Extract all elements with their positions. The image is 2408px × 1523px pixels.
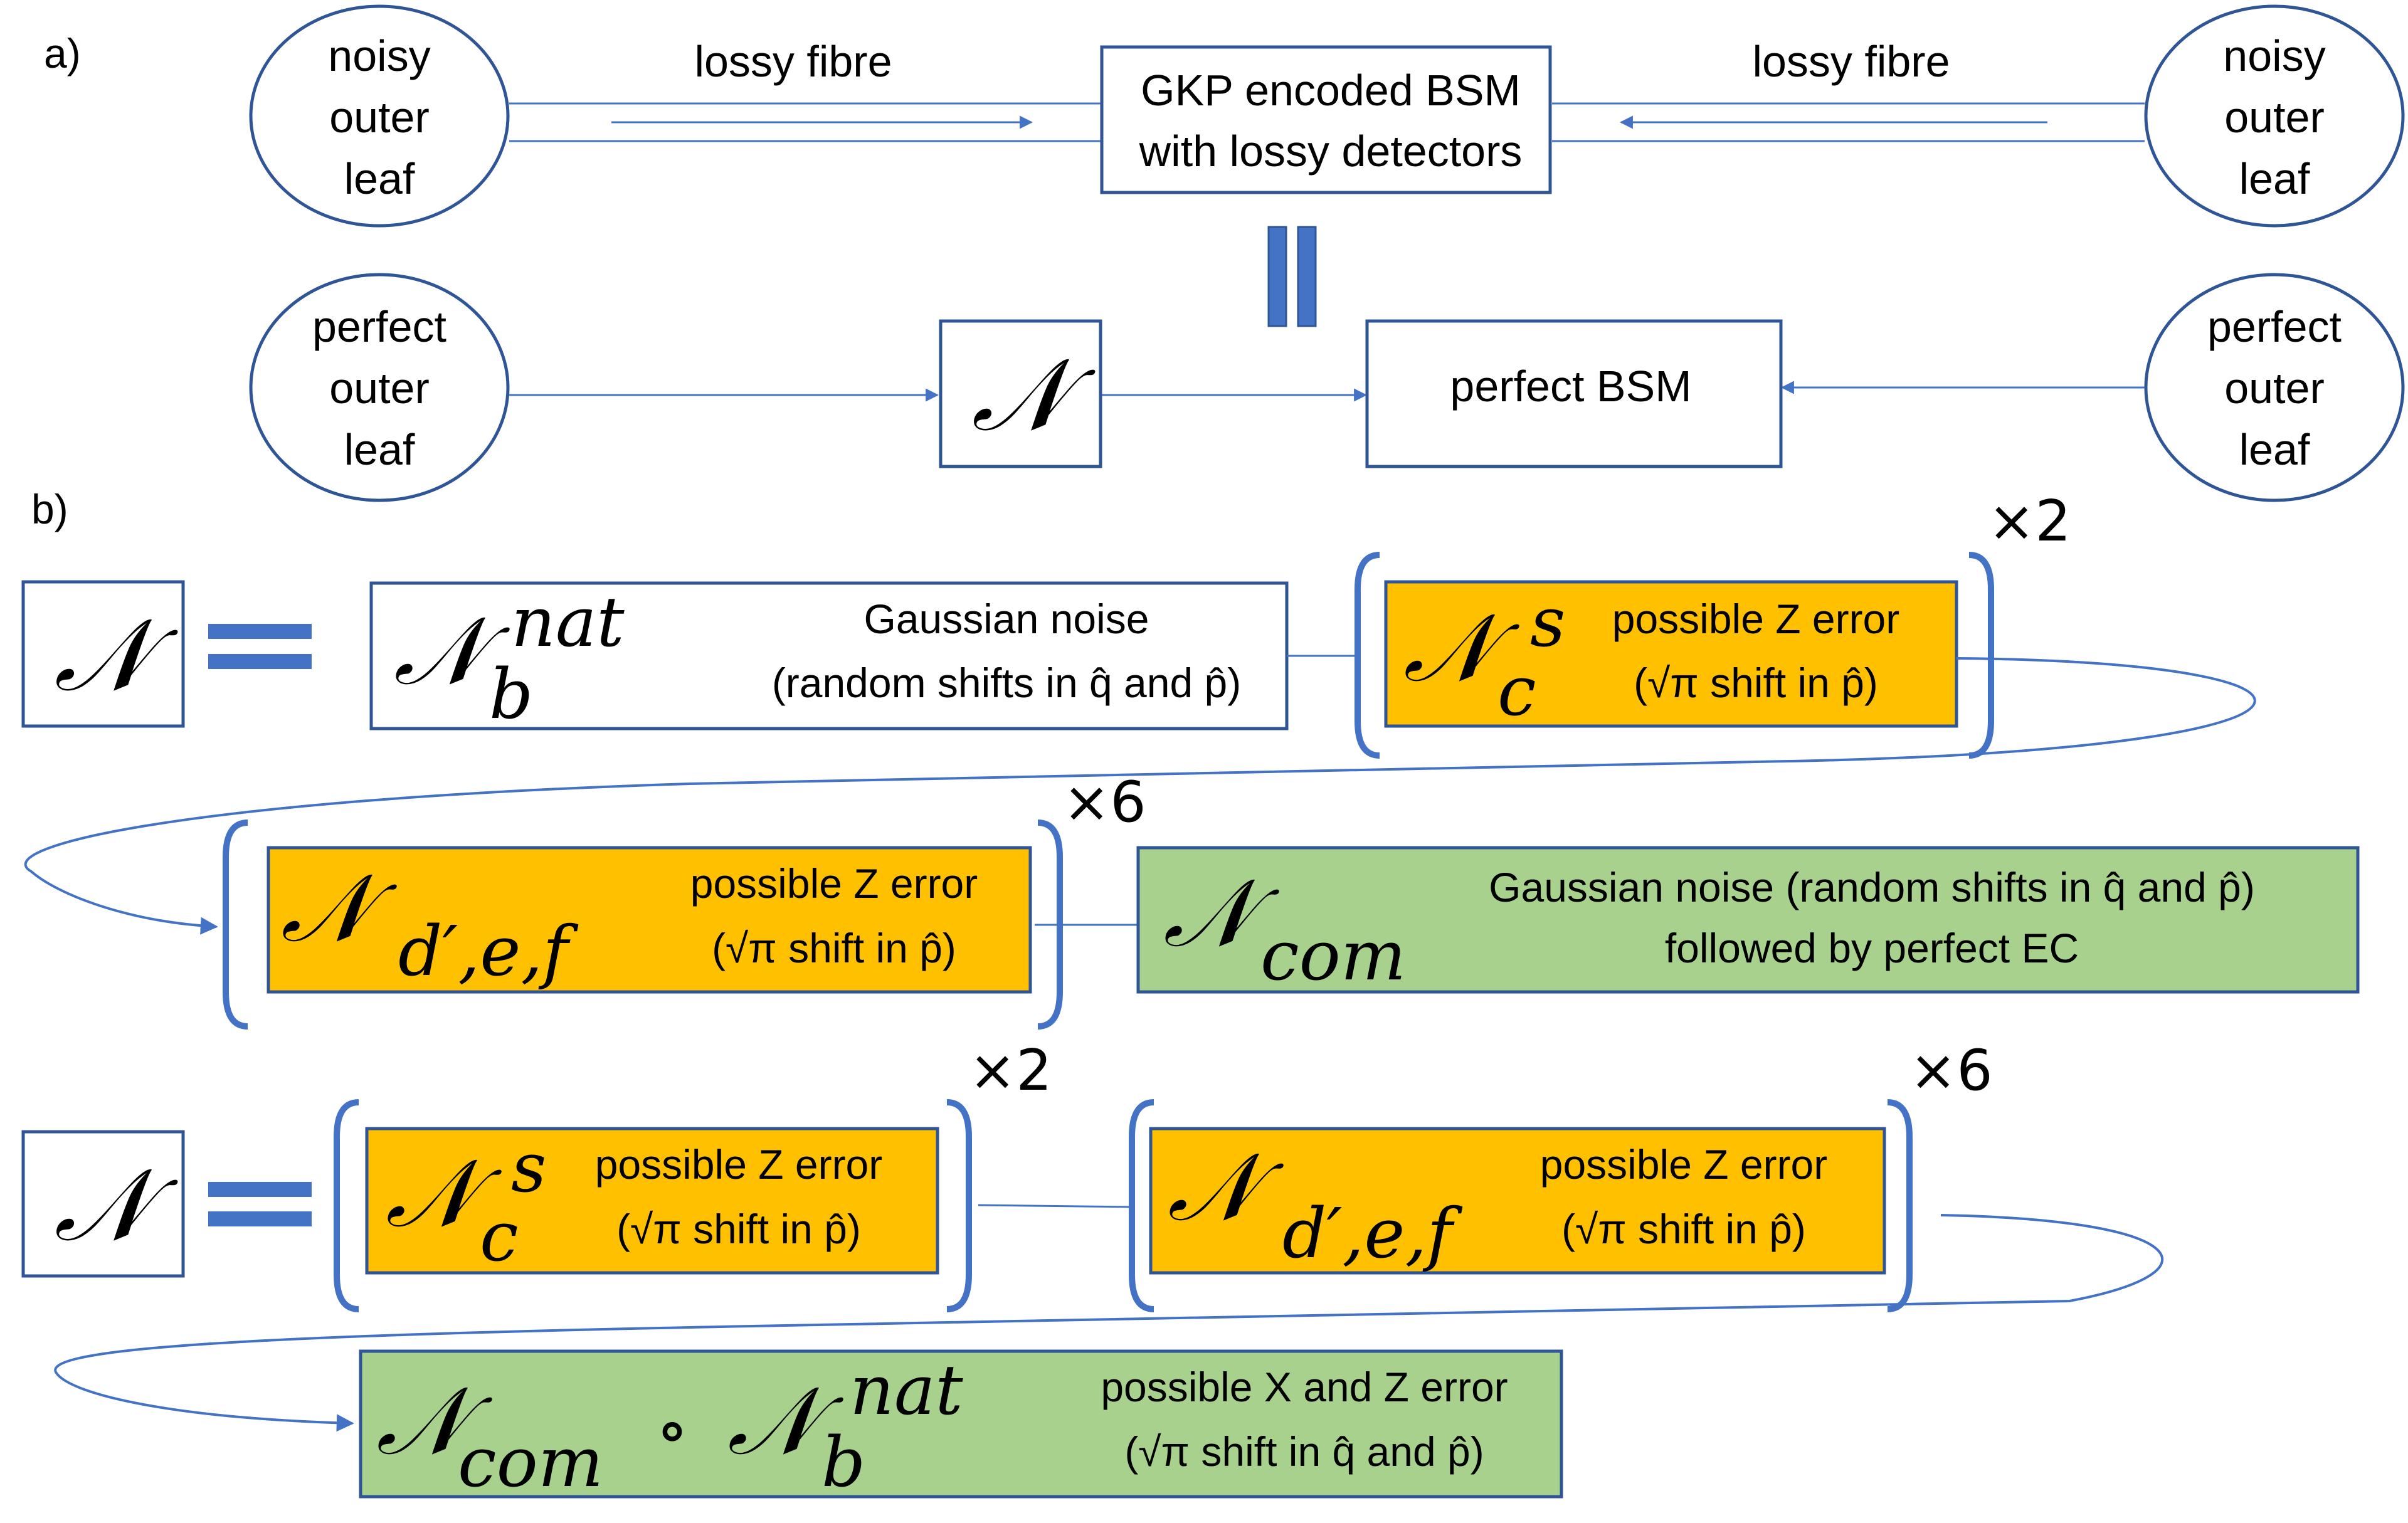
bracket-right: [946, 1099, 972, 1312]
leaf-line: leaf: [2239, 425, 2310, 474]
bracket-left: [1129, 1099, 1154, 1312]
nc-s-line: (√π shift in p̂): [616, 1206, 861, 1252]
equals-sign-row1: [208, 624, 312, 669]
repeat-label: ×2: [1988, 488, 2071, 554]
nb-nat-subscript: b: [821, 1422, 865, 1502]
ncom-nb-line: possible X and Z error: [1101, 1364, 1508, 1410]
perfect-outer-leaf-left: perfect outer leaf: [249, 273, 510, 502]
nb-nat-subscript: b: [489, 654, 533, 734]
leaf-line: noisy: [2223, 31, 2325, 80]
bracket-left: [334, 1099, 359, 1312]
nc-s-box: 𝒩 c s possible Z error (√π shift in p̂): [1384, 580, 1958, 731]
leaf-line: outer: [329, 93, 430, 142]
ndef-box-2: 𝒩 d′,e,f possible Z error (√π shift in p…: [1149, 1127, 1886, 1275]
perfect-outer-leaf-right: perfect outer leaf: [2144, 273, 2405, 502]
ncom-nb-line: (√π shift in q̂ and p̂): [1124, 1428, 1484, 1475]
connector: [978, 1204, 1133, 1208]
box-line: with lossy detectors: [1139, 127, 1523, 176]
nc-s-superscript: s: [511, 1127, 546, 1208]
perfect-bsm-box: perfect BSM: [1365, 319, 1783, 468]
nb-nat-superscript: nat: [511, 582, 625, 662]
nb-nat-superscript: nat: [850, 1350, 963, 1430]
noisy-outer-leaf-left: noisy outer leaf: [249, 4, 510, 228]
ncom-line: followed by perfect EC: [1665, 925, 2079, 971]
equals-sign-row3: [208, 1182, 312, 1226]
channel-n-box-row3: 𝒩: [21, 1130, 185, 1278]
leaf-line: outer: [329, 364, 430, 413]
nc-s-line: possible Z error: [595, 1141, 883, 1188]
channel-n-box: 𝒩: [939, 319, 1102, 468]
vertical-equals-sign: [1267, 226, 1317, 327]
bracket-right: [1968, 552, 1994, 759]
loop-connector-1: [24, 657, 2256, 935]
leaf-line: noisy: [328, 31, 430, 80]
leaf-line: perfect: [2207, 302, 2342, 351]
noisy-outer-leaf-right: noisy outer leaf: [2144, 4, 2405, 228]
nc-s-subscript: c: [480, 1196, 519, 1277]
ndef-subscript: d′,e,f: [1282, 1193, 1462, 1273]
gkp-bsm-box: GKP encoded BSM with lossy detectors: [1100, 45, 1552, 194]
ncom-subscript: com: [1260, 915, 1406, 996]
nb-nat-line: (random shifts in q̂ and p̂): [772, 660, 1241, 706]
nc-s-line: (√π shift in p̂): [1634, 660, 1878, 706]
channel-n-box-row1: 𝒩: [21, 580, 185, 728]
box-line: GKP encoded BSM: [1141, 66, 1521, 115]
fibre-label: lossy fibre: [1752, 37, 1950, 86]
loop-connector-2: [54, 1214, 2164, 1432]
leaf-line: outer: [2224, 364, 2325, 413]
nb-nat-box: 𝒩 b nat Gaussian noise (random shifts in…: [369, 581, 1289, 734]
part-a-label: a): [44, 30, 81, 76]
ncom-nb-box: 𝒩 com ∘ 𝒩 b nat possible X and Z error (…: [359, 1349, 1563, 1502]
ndef-line: possible Z error: [1540, 1141, 1828, 1188]
leaf-line: leaf: [344, 154, 415, 203]
bracket-left: [1354, 552, 1380, 759]
box-line: perfect BSM: [1450, 362, 1691, 411]
bracket-left: [223, 819, 248, 1030]
ncom-box: 𝒩 com Gaussian noise (random shifts in q…: [1136, 846, 2360, 996]
nc-s-line: possible Z error: [1612, 596, 1900, 642]
lossy-fibre-left: lossy fibre: [509, 37, 1101, 142]
leaf-line: outer: [2224, 93, 2325, 142]
leaf-line: leaf: [344, 425, 415, 474]
bracket-right: [1887, 1099, 1913, 1312]
leaf-line: perfect: [312, 302, 446, 351]
repeat-label: ×2: [969, 1038, 1052, 1104]
compose-operator: ∘: [655, 1389, 689, 1470]
nc-s-box-2: 𝒩 c s possible Z error (√π shift in p̂): [365, 1127, 939, 1277]
ncom-line: Gaussian noise (random shifts in q̂ and …: [1489, 864, 2255, 910]
leaf-line: leaf: [2239, 154, 2310, 203]
repeat-label: ×6: [1063, 769, 1146, 835]
ndef-line: (√π shift in p̂): [1561, 1206, 1806, 1252]
fibre-label: lossy fibre: [694, 37, 892, 86]
ndef-subscript: d′,e,f: [398, 911, 578, 991]
ndef-line: possible Z error: [690, 860, 978, 907]
part-b-label: b): [31, 486, 68, 532]
repeat-label: ×6: [1909, 1038, 1993, 1104]
lossy-fibre-right: lossy fibre: [1552, 37, 2145, 142]
ncom-subscript: com: [458, 1422, 603, 1502]
ndef-box: 𝒩 d′,e,f possible Z error (√π shift in p…: [267, 846, 1032, 994]
nb-nat-line: Gaussian noise: [864, 596, 1149, 642]
ndef-line: (√π shift in p̂): [712, 925, 956, 971]
nc-s-superscript: s: [1530, 582, 1565, 662]
nc-s-subscript: c: [1497, 651, 1536, 731]
